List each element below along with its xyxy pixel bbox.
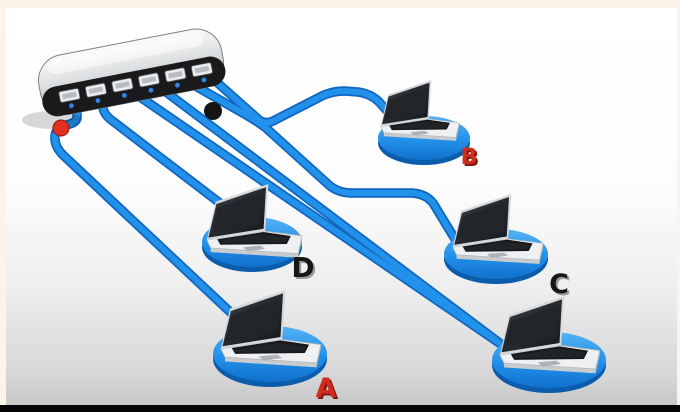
red-marker-dot (52, 119, 70, 137)
node-b-label-shadow: B (463, 147, 480, 172)
node-b-label: B (461, 145, 478, 170)
hub-port (137, 72, 160, 93)
node-d (202, 183, 303, 272)
node-a-label: A (316, 373, 337, 404)
node-b (378, 79, 470, 165)
node-unlabeled (492, 295, 606, 393)
hub-highlight (47, 32, 204, 75)
hub-ports (58, 62, 213, 109)
hub-port (191, 62, 213, 83)
node-c-label-shadow: C (551, 271, 571, 302)
node-a-label-shadow: A (318, 375, 339, 406)
hub-port (58, 88, 81, 109)
node-c-label: C (549, 269, 569, 300)
black-marker-dot (204, 102, 222, 120)
network-hub (37, 28, 226, 117)
node-a (213, 289, 327, 387)
node-d-label: D (291, 251, 314, 284)
hub-port (84, 82, 107, 103)
letterbox-bar (0, 405, 680, 412)
hub-port (111, 77, 134, 98)
node-c (444, 193, 548, 284)
hub-port (164, 67, 187, 88)
node-d-label-shadow: D (293, 253, 316, 286)
